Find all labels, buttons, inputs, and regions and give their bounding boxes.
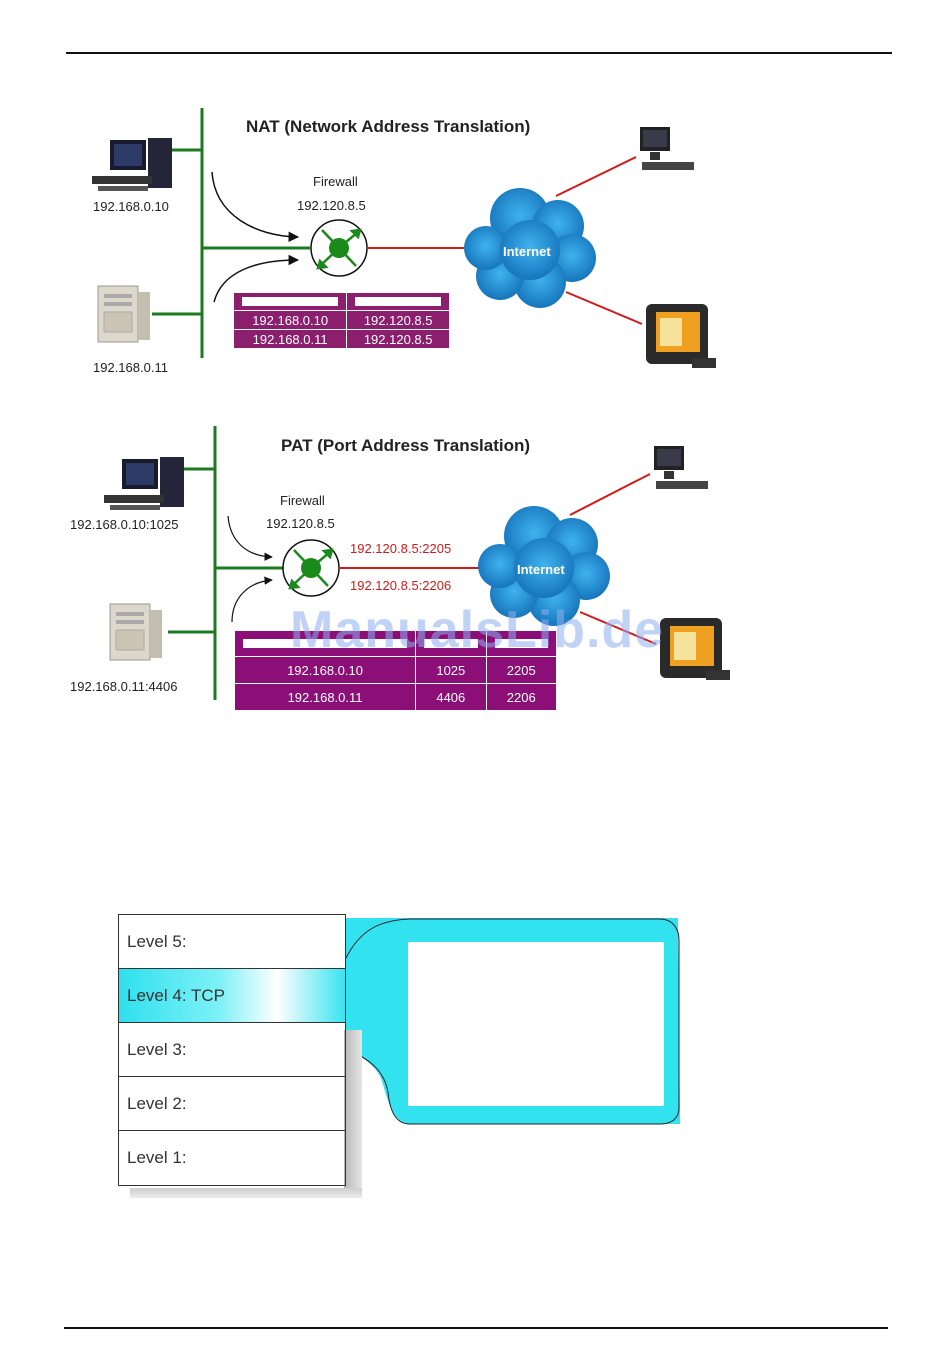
nat-firewall-label: Firewall	[313, 174, 358, 189]
table-header-row	[233, 630, 558, 657]
nat-section	[92, 108, 716, 368]
nat-remote-desktop-icon	[640, 127, 694, 170]
pat-firewall-label: Firewall	[280, 493, 325, 508]
nat-host-desktop-icon	[92, 138, 172, 191]
table-cell: 192.120.8.5	[346, 310, 450, 330]
nat-translation-table: 192.168.0.10 192.120.8.5 192.168.0.11 19…	[232, 292, 450, 349]
pat-section	[104, 426, 730, 700]
table-cell: 192.120.8.5	[346, 329, 450, 349]
pat-host1-ip: 192.168.0.10:1025	[70, 517, 179, 532]
table-cell: 192.168.0.11	[232, 329, 348, 349]
nat-host1-ip: 192.168.0.10	[93, 199, 169, 214]
nat-host2-ip: 192.168.0.11	[93, 360, 168, 375]
table-cell: 1025	[415, 656, 487, 684]
pat-internet-cloud-icon	[478, 506, 610, 626]
level-2: Level 2:	[119, 1077, 345, 1131]
table-cell: 192.168.0.11	[233, 683, 417, 711]
pat-host-server-icon	[109, 603, 162, 661]
pat-remote-monitor-icon	[660, 618, 730, 680]
nat-firewall-ip: 192.120.8.5	[297, 198, 366, 213]
nat-firewall-icon	[310, 219, 368, 277]
table-header-row	[232, 292, 450, 311]
table-row: 192.168.0.10 1025 2205	[233, 656, 558, 684]
nat-internet-label: Internet	[503, 244, 551, 259]
pat-host-desktop-icon	[104, 457, 184, 510]
table-cell: 4406	[415, 683, 487, 711]
table-row: 192.168.0.11 192.120.8.5	[232, 329, 450, 349]
table-row: 192.168.0.10 192.120.8.5	[232, 310, 450, 330]
table-row: 192.168.0.11 4406 2206	[233, 683, 558, 711]
pat-internet-label: Internet	[517, 562, 565, 577]
table-cell: 2206	[485, 683, 558, 711]
level-4-tcp: Level 4: TCP	[119, 969, 345, 1023]
nat-internet-cloud-icon	[464, 188, 596, 308]
nat-title: NAT (Network Address Translation)	[246, 117, 531, 136]
pat-port-map-1: 192.120.8.5:2205	[350, 541, 452, 556]
pat-firewall-icon	[282, 539, 340, 597]
tcp-layer-panel	[345, 918, 680, 1125]
pat-remote-desktop-icon	[654, 446, 708, 489]
bottom-rule	[64, 1327, 888, 1329]
pat-host2-ip: 192.168.0.11:4406	[70, 679, 178, 694]
pat-translation-table: 192.168.0.10 1025 2205 192.168.0.11 4406…	[233, 630, 558, 711]
level-5: Level 5:	[119, 915, 345, 969]
layer-stack: Level 5: Level 4: TCP Level 3: Level 2: …	[118, 914, 346, 1186]
layer-stack-shadow	[344, 1030, 362, 1198]
pat-port-map-2: 192.120.8.5:2206	[350, 578, 452, 593]
nat-remote-monitor-icon	[646, 304, 716, 368]
layer-stack-shadow-bottom	[130, 1188, 362, 1198]
top-rule	[66, 52, 892, 54]
pat-firewall-ip: 192.120.8.5	[266, 516, 335, 531]
table-cell: 2205	[485, 656, 558, 684]
pat-title: PAT (Port Address Translation)	[281, 436, 531, 455]
level-3: Level 3:	[119, 1023, 345, 1077]
level-1: Level 1:	[127, 1148, 187, 1167]
table-cell: 192.168.0.10	[233, 656, 417, 684]
nat-host-server-icon	[97, 285, 150, 343]
table-cell: 192.168.0.10	[232, 310, 348, 330]
watermark: ManualsLib.de	[290, 601, 665, 659]
